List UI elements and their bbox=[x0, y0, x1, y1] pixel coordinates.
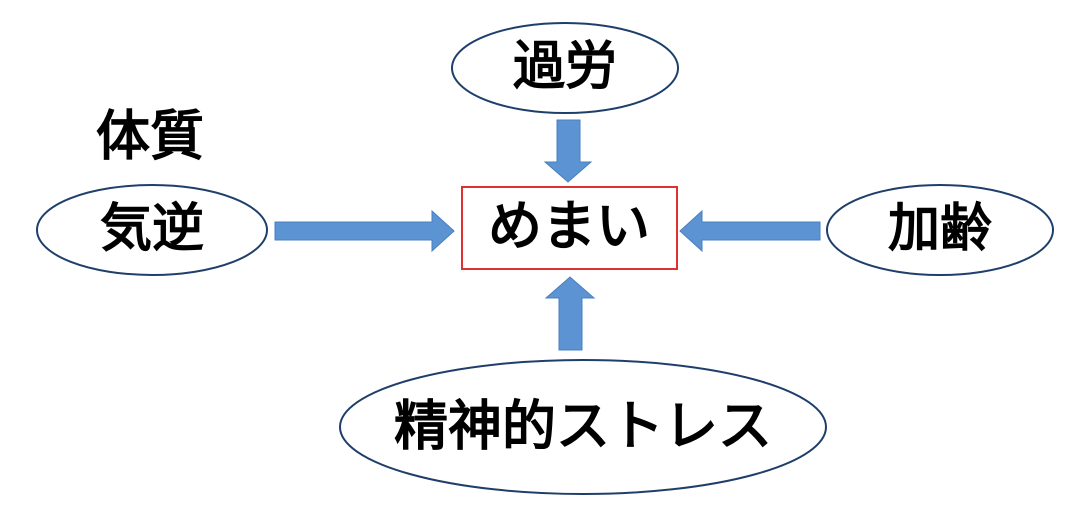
arrow-from-qi-reversal bbox=[274, 209, 455, 253]
node-mental-stress: 精神的ストレス bbox=[339, 359, 827, 495]
node-qi-reversal-ellipse bbox=[36, 184, 268, 276]
node-overwork-ellipse bbox=[451, 22, 679, 114]
node-aging-ellipse bbox=[826, 184, 1054, 276]
node-qi-reversal-label: 気逆 bbox=[100, 199, 204, 259]
node-dizziness-label: めまい bbox=[488, 195, 650, 258]
arrow-from-mental-stress bbox=[544, 276, 596, 351]
node-mental-stress-ellipse bbox=[339, 359, 827, 495]
node-qi-reversal: 気逆 bbox=[36, 184, 268, 276]
node-overwork: 過労 bbox=[451, 22, 679, 114]
node-aging-label: 加齢 bbox=[888, 199, 992, 259]
node-aging: 加齢 bbox=[826, 184, 1054, 276]
node-dizziness-box bbox=[461, 186, 678, 270]
arrow-from-overwork bbox=[543, 119, 593, 183]
constitution-caption: 体質 bbox=[96, 105, 204, 168]
node-overwork-label: 過労 bbox=[513, 37, 617, 97]
node-mental-stress-label: 精神的ストレス bbox=[394, 395, 772, 458]
arrow-from-aging bbox=[679, 209, 821, 253]
node-dizziness: めまい bbox=[461, 186, 678, 270]
